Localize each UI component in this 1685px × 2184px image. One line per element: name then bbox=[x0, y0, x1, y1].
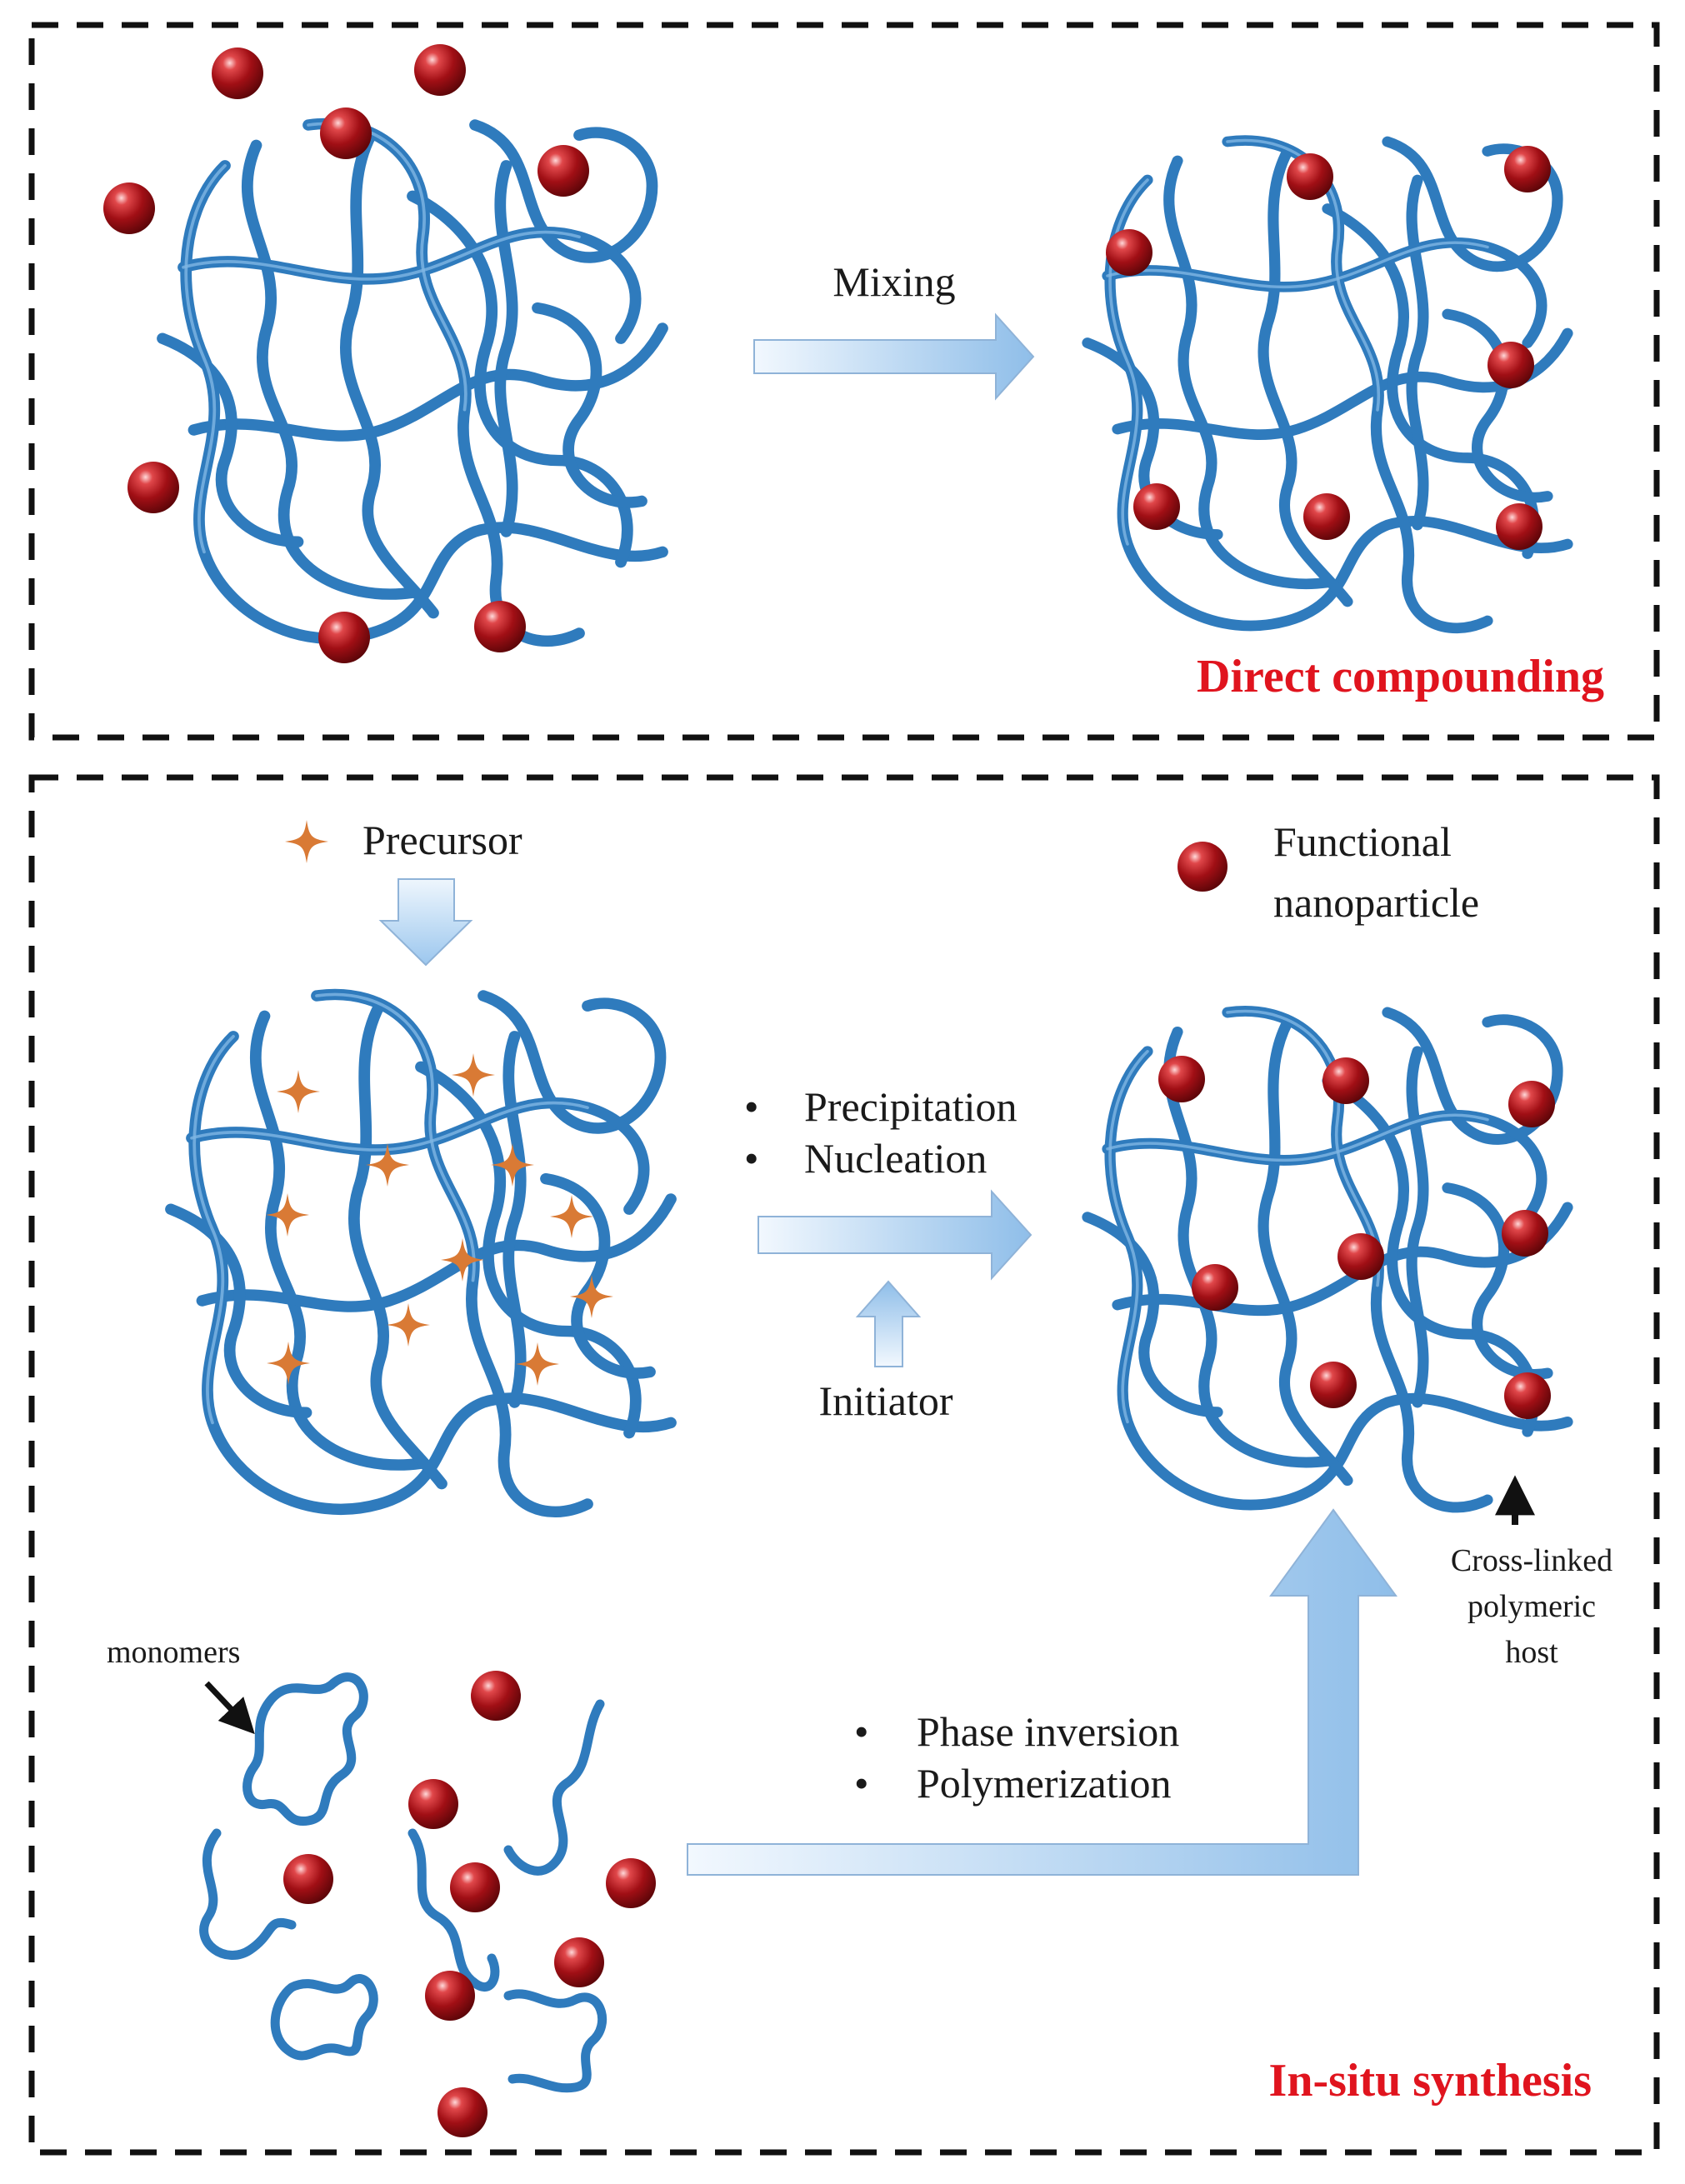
monomer-fragments bbox=[199, 1672, 608, 2093]
monomers-label: monomers bbox=[107, 1635, 240, 1670]
embedded-nanoparticles bbox=[1106, 146, 1551, 550]
nanoparticle-label-line1: Functional bbox=[1273, 818, 1452, 865]
polymer-network-before bbox=[162, 123, 662, 641]
precursor-label: Precursor bbox=[362, 817, 522, 863]
nanoparticle-label-line2: nanoparticle bbox=[1273, 879, 1479, 926]
phase-inversion-label: Phase inversion bbox=[917, 1708, 1179, 1755]
initiator-up-arrow bbox=[855, 1280, 922, 1367]
bullet-4: • bbox=[854, 1760, 869, 1807]
bullet-2: • bbox=[744, 1135, 759, 1182]
nucleation-arrow bbox=[758, 1189, 1032, 1281]
precursor-legend-icon bbox=[285, 820, 328, 863]
monomers-pointer-arrow bbox=[204, 1681, 255, 1735]
precursor-down-arrow bbox=[378, 878, 473, 967]
direct-compounding-title: Direct compounding bbox=[1197, 651, 1604, 702]
dispersed-nanoparticles bbox=[283, 1671, 656, 2137]
mixing-arrow bbox=[753, 312, 1035, 401]
polymer-network-compounded bbox=[1088, 141, 1568, 628]
direct-compounding-frame bbox=[28, 22, 1660, 741]
nanoparticle-legend-icon bbox=[1178, 842, 1228, 892]
free-nanoparticles bbox=[103, 44, 589, 663]
host-label-line2: polymeric bbox=[1468, 1589, 1596, 1624]
synthesized-nanoparticles bbox=[1158, 1056, 1555, 1419]
host-label-line1: Cross-linked bbox=[1451, 1543, 1612, 1578]
bullet-1: • bbox=[744, 1083, 759, 1130]
host-label-line3: host bbox=[1505, 1635, 1558, 1670]
polymer-network-with-precursors bbox=[171, 994, 671, 1512]
precipitation-label: Precipitation bbox=[804, 1083, 1018, 1130]
polymerization-arrow bbox=[687, 1508, 1398, 1876]
bullet-3: • bbox=[854, 1708, 869, 1755]
mixing-label: Mixing bbox=[832, 258, 955, 305]
nucleation-label: Nucleation bbox=[804, 1135, 987, 1182]
in-situ-synthesis-title: In-situ synthesis bbox=[1269, 2055, 1592, 2107]
polymerization-label: Polymerization bbox=[917, 1760, 1172, 1807]
in-situ-synthesis-frame bbox=[28, 774, 1660, 2156]
initiator-label: Initiator bbox=[818, 1377, 952, 1424]
